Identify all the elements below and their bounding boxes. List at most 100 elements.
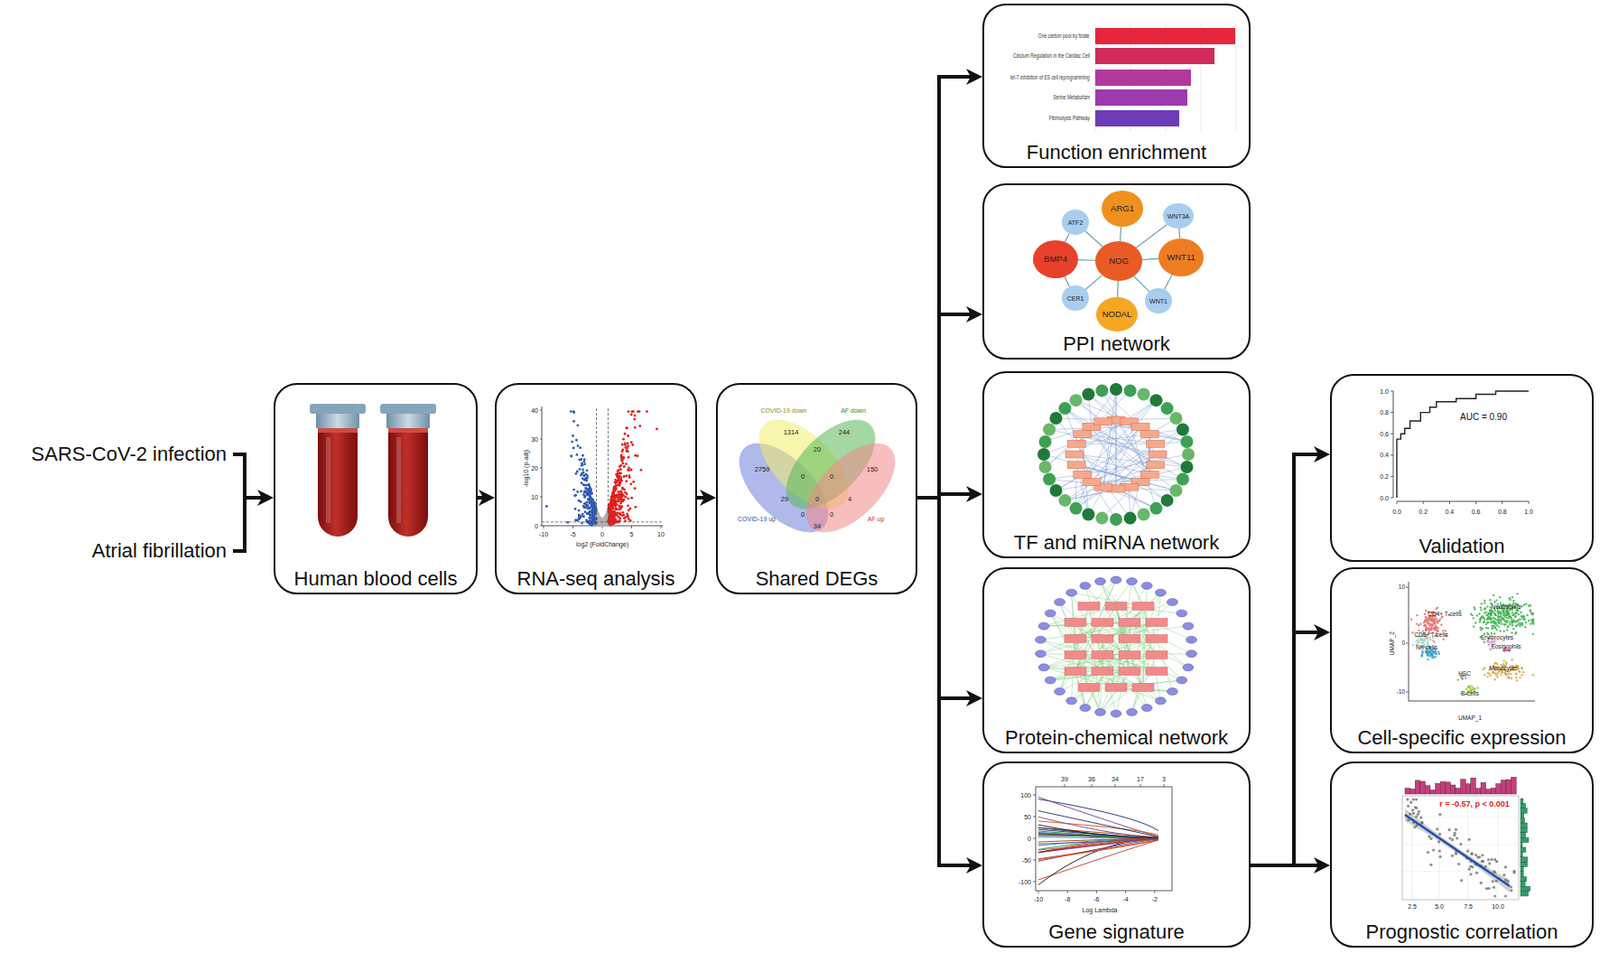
gene-dot (581, 468, 585, 472)
chemical-node (1079, 581, 1091, 589)
gene-dot (586, 490, 589, 494)
network-link (1091, 426, 1141, 482)
cell-dot (1494, 617, 1497, 620)
protein-node (1105, 683, 1127, 692)
tube-shine (396, 437, 401, 523)
cell-dot (1421, 650, 1424, 652)
cell-dot (1490, 623, 1493, 626)
gene-dot (631, 443, 634, 447)
gene-dot (580, 464, 584, 467)
mirna-node (1149, 393, 1163, 407)
mirna-node (1137, 387, 1151, 400)
mirna-node (1037, 447, 1051, 461)
gene-dot (612, 490, 615, 494)
gene-dot (624, 426, 628, 429)
tick (1501, 501, 1503, 504)
cell-dot (1482, 621, 1485, 624)
gene-dot (613, 502, 617, 505)
cell-dot (1516, 592, 1518, 595)
cell-dot (1488, 672, 1490, 675)
gene-dot (580, 472, 584, 475)
cell-dot (1494, 613, 1497, 616)
tick (1390, 497, 1394, 499)
enrichment-bar (1095, 47, 1215, 65)
gene-dot (621, 459, 624, 463)
cell-dot (1482, 616, 1485, 619)
gene-dot (585, 476, 588, 480)
gene-dot (613, 514, 616, 518)
chemical-node (1066, 697, 1078, 705)
cell-dot (1427, 651, 1430, 653)
tick (1091, 783, 1093, 787)
cell-dot (1417, 623, 1420, 626)
gene-dot (581, 454, 585, 457)
mirna-node (1124, 383, 1137, 397)
cell-dot (1431, 617, 1433, 620)
chemical-node (1166, 597, 1178, 605)
tf-node (1067, 439, 1086, 447)
gene-dot (588, 491, 592, 494)
coefficient-path (1038, 838, 1159, 845)
cell-dot (1511, 611, 1514, 614)
gene-dot (655, 427, 659, 431)
cell-dot (1499, 614, 1502, 617)
gene-dot (570, 440, 574, 444)
interaction-link (1075, 601, 1173, 639)
gene-dot (587, 483, 591, 486)
gene-dot (613, 495, 617, 499)
cell-dot (1508, 620, 1511, 623)
coefficient-path (1038, 810, 1159, 838)
cell-dot (1492, 620, 1495, 623)
cell-dot (1435, 617, 1438, 620)
mirna-node (1176, 422, 1190, 436)
tick (1390, 475, 1394, 477)
gene-dot (597, 516, 601, 520)
gene-dot (609, 506, 613, 510)
plot-frame (1035, 786, 1173, 891)
gene-dot (586, 483, 590, 486)
gene-dot (580, 481, 584, 484)
cell-dot (1492, 594, 1495, 596)
gene-dot (609, 505, 613, 509)
cell-dot (1434, 650, 1437, 652)
cell-dot (1415, 622, 1418, 624)
tick (1153, 890, 1155, 894)
gene-dot (609, 514, 613, 518)
mirna-node (1170, 411, 1183, 425)
gene-dot (617, 475, 621, 479)
cell-dot (1426, 638, 1429, 641)
gene-dot (588, 513, 592, 517)
gene-dot (619, 464, 623, 467)
cell-dot (1431, 623, 1433, 626)
cell-dot (1419, 622, 1422, 624)
chemical-node (1095, 577, 1107, 586)
interaction-link (1085, 585, 1117, 688)
cell-dot (1425, 626, 1428, 629)
cell-dot (1432, 650, 1434, 652)
cell-dot (1427, 650, 1430, 652)
cell-dot (1479, 608, 1482, 611)
cell-dot (1469, 612, 1472, 614)
cell-dot (1437, 626, 1440, 629)
cell-dot (1421, 653, 1424, 656)
gene-dot (608, 505, 612, 509)
tick (539, 467, 542, 469)
gene-dot (611, 518, 614, 521)
tick (1067, 890, 1069, 894)
cell-dot (1491, 626, 1494, 629)
gene-dot (623, 491, 627, 494)
gene-dot (582, 459, 586, 463)
gene-dot (626, 449, 630, 453)
gene-dot (632, 418, 636, 421)
tick (1390, 454, 1394, 456)
gene-dot (627, 517, 631, 521)
mirna-node (1049, 483, 1062, 497)
interaction-link (1156, 592, 1161, 639)
cell-dot (1423, 621, 1425, 624)
cell-dot (1531, 613, 1534, 615)
chemical-node (1095, 707, 1107, 716)
tick (1032, 837, 1036, 839)
gene-dot (632, 409, 635, 413)
cell-dot (1423, 613, 1426, 615)
gene-dot (627, 508, 631, 512)
